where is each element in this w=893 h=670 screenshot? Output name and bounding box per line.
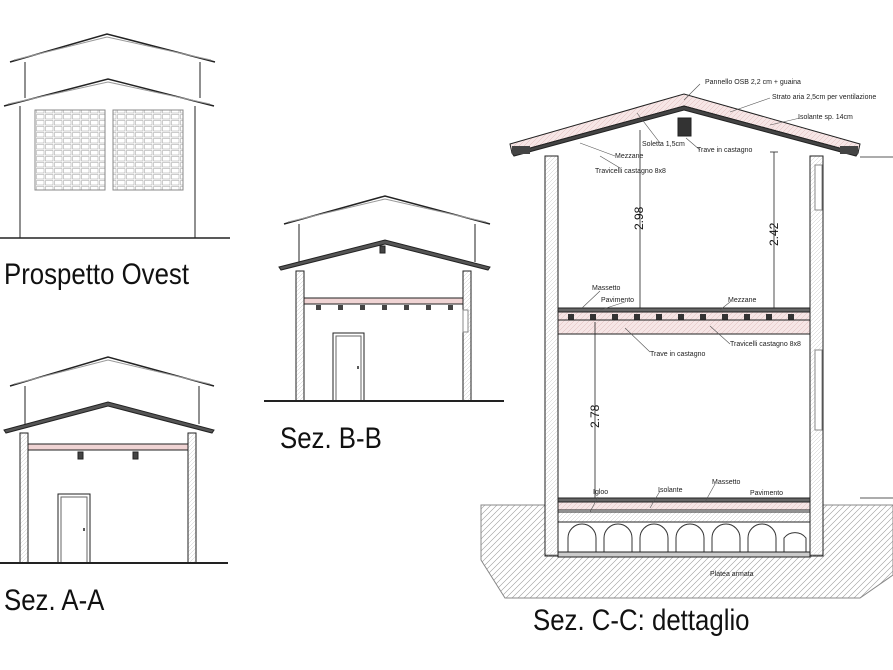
- sez-aa-drawing: [0, 356, 228, 564]
- label-isolante-tetto: Isolante sp. 14cm: [798, 114, 853, 121]
- sez-cc-drawing: [480, 83, 893, 599]
- label-platea-armata: Platea armata: [710, 571, 754, 578]
- label-pannello-osb: Pannello OSB 2,2 cm + guaina: [705, 79, 801, 86]
- label-massetto-0: Massetto: [712, 479, 741, 486]
- label-trave-1: Trave in castagno: [650, 351, 705, 358]
- title-sez-aa: Sez. A-A: [4, 584, 105, 617]
- label-mezzane-tetto: Mezzane: [615, 153, 644, 160]
- dimension-2-78: 2.78: [588, 404, 602, 428]
- prospetto-ovest-drawing: [0, 33, 230, 239]
- sez-bb-drawing: [264, 195, 504, 402]
- label-travicelli-1: Travicelli castagno 8x8: [730, 341, 801, 348]
- title-sez-cc: Sez. C-C: dettaglio: [533, 604, 750, 637]
- label-strato-aria: Strato aria 2,5cm per ventilazione: [772, 94, 876, 101]
- label-travicelli-tetto: Travicelli castagno 8x8: [595, 168, 666, 175]
- label-trave-tetto: Trave in castagno: [697, 147, 752, 154]
- label-mezzane-1: Mezzane: [728, 297, 757, 304]
- label-massetto-1: Massetto: [592, 285, 621, 292]
- dimension-2-98: 2.98: [632, 206, 646, 230]
- label-pavimento-1: Pavimento: [601, 297, 634, 304]
- title-prospetto-ovest: Prospetto Ovest: [4, 258, 189, 291]
- title-sez-bb: Sez. B-B: [280, 422, 382, 455]
- label-pavimento-0: Pavimento: [750, 490, 783, 497]
- dimension-2-42: 2.42: [767, 222, 781, 246]
- label-soletta: Soletta 1,5cm: [642, 141, 685, 148]
- label-igloo: Igloo: [593, 489, 608, 496]
- label-isolante-0: Isolante: [658, 487, 683, 494]
